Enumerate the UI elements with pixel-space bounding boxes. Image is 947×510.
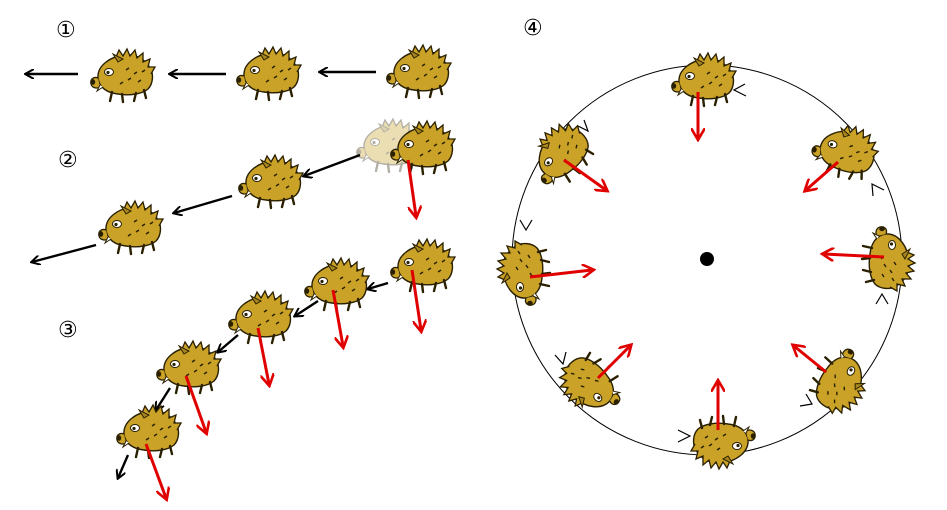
force-arrow [184,375,206,432]
panel-1-straight-motion [26,43,453,104]
orbit-arrowhead [677,429,692,443]
motion-arrow [368,281,389,289]
orbit-arrowhead [577,119,590,133]
centripetal-arrow [563,158,606,190]
motion-arrow [304,153,361,176]
centripetal-arrow [529,270,592,279]
panel-1-label: ① [56,18,76,43]
orbit-arrowhead [871,182,885,197]
centripetal-arrow [806,160,839,190]
force-arrow [144,443,166,498]
boar-icon [235,45,303,102]
orbit-arrowhead [875,292,889,305]
panel-4-circular-motion [495,51,917,471]
boar-icon [237,153,305,210]
boar-icon [389,237,457,294]
boar-icon [806,116,885,187]
motion-arrow [156,387,172,410]
motion-arrow [32,243,97,262]
boar-icon [495,239,552,307]
boar-icon [89,47,157,104]
orbit-arrowhead [554,351,567,366]
motion-arrow [218,334,239,352]
motion-arrow [118,454,130,478]
boar-icon [518,111,604,198]
force-arrow [406,159,416,216]
boar-icon [800,339,882,424]
orbit-arrowhead [732,83,747,97]
boar-icon [385,43,453,100]
orbit-arrowhead [519,219,533,232]
panel-3-label: ③ [58,318,78,343]
panel-2-deflected-motion [32,117,457,262]
motion-arrow [174,194,233,213]
panel-2-label: ② [58,148,78,173]
centripetal-arrow [596,346,630,380]
center-point-icon [700,252,714,266]
motion-arrow [295,299,319,316]
force-arrow [331,289,343,346]
centripetal-arrow [824,254,885,257]
boar-icon [860,225,917,293]
boar-icon [689,414,757,471]
force-arrow [410,269,421,330]
force-arrow [256,327,269,384]
panel-4-label: ④ [523,16,543,41]
centripetal-arrow [794,346,827,374]
boar-icon [670,51,738,108]
boar-icon [97,199,165,256]
orbit-arrowhead [799,393,813,407]
panel-3-curved-motion [115,237,457,498]
